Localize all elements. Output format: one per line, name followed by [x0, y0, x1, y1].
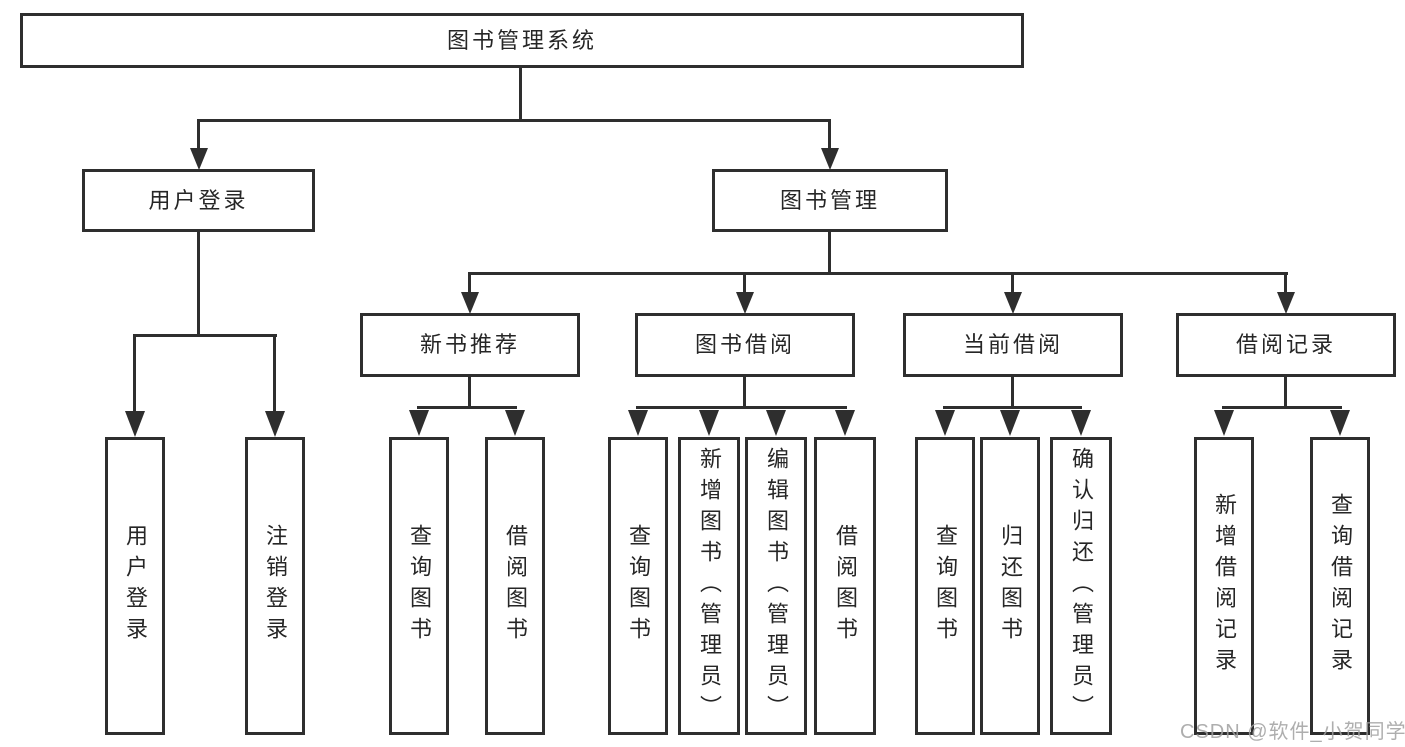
leaf-label: 注销登录: [263, 524, 288, 648]
node-library-management-system: 图书管理系统: [20, 13, 1024, 68]
leaf-confirm-return-admin: 确认归还（管理员）: [1050, 437, 1112, 735]
leaf-label: 确认归还（管理员）: [1069, 446, 1094, 726]
node-user-login: 用户登录: [82, 169, 315, 232]
leaf-add-borrow-record: 新增借阅记录: [1194, 437, 1254, 735]
leaf-label: 查询图书: [933, 524, 958, 648]
arrow-down-icon: [821, 148, 839, 170]
leaf-label: 借阅图书: [503, 524, 528, 648]
connector-root-hbar: [197, 119, 831, 122]
connector-drop-borrowing: [743, 275, 746, 293]
node-borrowing-records: 借阅记录: [1176, 313, 1396, 377]
node-current-borrowing: 当前借阅: [903, 313, 1123, 377]
connector-root-trunk: [519, 68, 522, 120]
leaf-logout: 注销登录: [245, 437, 305, 735]
arrow-down-icon: [409, 410, 429, 436]
connector-recommend-hbar: [417, 406, 517, 409]
connector-borrowing-hbar: [636, 406, 847, 409]
leaf-user-login: 用户登录: [105, 437, 165, 735]
connector-drop-user-login: [197, 122, 200, 149]
connector-drop-book-management: [828, 122, 831, 149]
leaf-label: 查询图书: [626, 524, 651, 648]
leaf-label: 编辑图书（管理员）: [764, 446, 789, 726]
arrow-down-icon: [125, 411, 145, 437]
connector-drop-current: [1011, 275, 1014, 293]
connector-login-trunk: [197, 232, 200, 336]
arrow-down-icon: [505, 410, 525, 436]
leaf-query-books-current: 查询图书: [915, 437, 975, 735]
connector-manage-trunk: [828, 232, 831, 274]
leaf-label: 新增借阅记录: [1212, 493, 1237, 679]
leaf-return-book: 归还图书: [980, 437, 1040, 735]
node-label: 用户登录: [148, 187, 249, 213]
node-book-borrowing: 图书借阅: [635, 313, 855, 377]
connector-drop-recommend: [468, 275, 471, 293]
arrow-down-icon: [265, 411, 285, 437]
leaf-query-books-recommend: 查询图书: [389, 437, 449, 735]
leaf-label: 查询借阅记录: [1328, 493, 1353, 679]
leaf-borrow-books-borrowing: 借阅图书: [814, 437, 876, 735]
leaf-add-book-admin: 新增图书（管理员）: [678, 437, 740, 735]
node-label: 新书推荐: [419, 332, 520, 357]
arrow-down-icon: [736, 292, 754, 314]
arrow-down-icon: [1330, 410, 1350, 436]
arrow-down-icon: [1214, 410, 1234, 436]
connector-drop-leaf: [133, 337, 136, 412]
connector-borrowing-trunk: [743, 377, 746, 408]
arrow-down-icon: [628, 410, 648, 436]
leaf-label: 归还图书: [998, 524, 1023, 648]
leaf-borrow-books-recommend: 借阅图书: [485, 437, 545, 735]
node-label: 当前借阅: [962, 332, 1063, 357]
arrow-down-icon: [699, 410, 719, 436]
leaf-label: 新增图书（管理员）: [697, 446, 722, 726]
node-label: 图书管理系统: [446, 27, 597, 53]
leaf-label: 借阅图书: [833, 524, 858, 648]
node-new-book-recommendation: 新书推荐: [360, 313, 580, 377]
leaf-label: 用户登录: [123, 524, 148, 648]
connector-drop-records: [1284, 275, 1287, 293]
arrow-down-icon: [1000, 410, 1020, 436]
leaf-edit-book-admin: 编辑图书（管理员）: [745, 437, 807, 735]
leaf-query-borrow-record: 查询借阅记录: [1310, 437, 1370, 735]
arrow-down-icon: [1071, 410, 1091, 436]
csdn-watermark: CSDN @软件_小贺同学: [1180, 721, 1405, 743]
connector-current-hbar: [943, 406, 1082, 409]
connector-drop-leaf: [273, 337, 276, 412]
connector-records-trunk: [1284, 377, 1287, 408]
leaf-label: 查询图书: [407, 524, 432, 648]
arrow-down-icon: [461, 292, 479, 314]
connector-recommend-trunk: [468, 377, 471, 408]
arrow-down-icon: [766, 410, 786, 436]
arrow-down-icon: [190, 148, 208, 170]
node-book-management: 图书管理: [712, 169, 948, 232]
leaf-query-books-borrowing: 查询图书: [608, 437, 668, 735]
connector-current-trunk: [1011, 377, 1014, 408]
arrow-down-icon: [835, 410, 855, 436]
connector-manage-hbar: [468, 272, 1288, 275]
connector-records-hbar: [1222, 406, 1342, 409]
connector-login-hbar: [133, 334, 277, 337]
node-label: 借阅记录: [1235, 332, 1336, 357]
arrow-down-icon: [935, 410, 955, 436]
node-label: 图书借阅: [694, 332, 795, 357]
arrow-down-icon: [1277, 292, 1295, 314]
node-label: 图书管理: [779, 187, 880, 213]
arrow-down-icon: [1004, 292, 1022, 314]
